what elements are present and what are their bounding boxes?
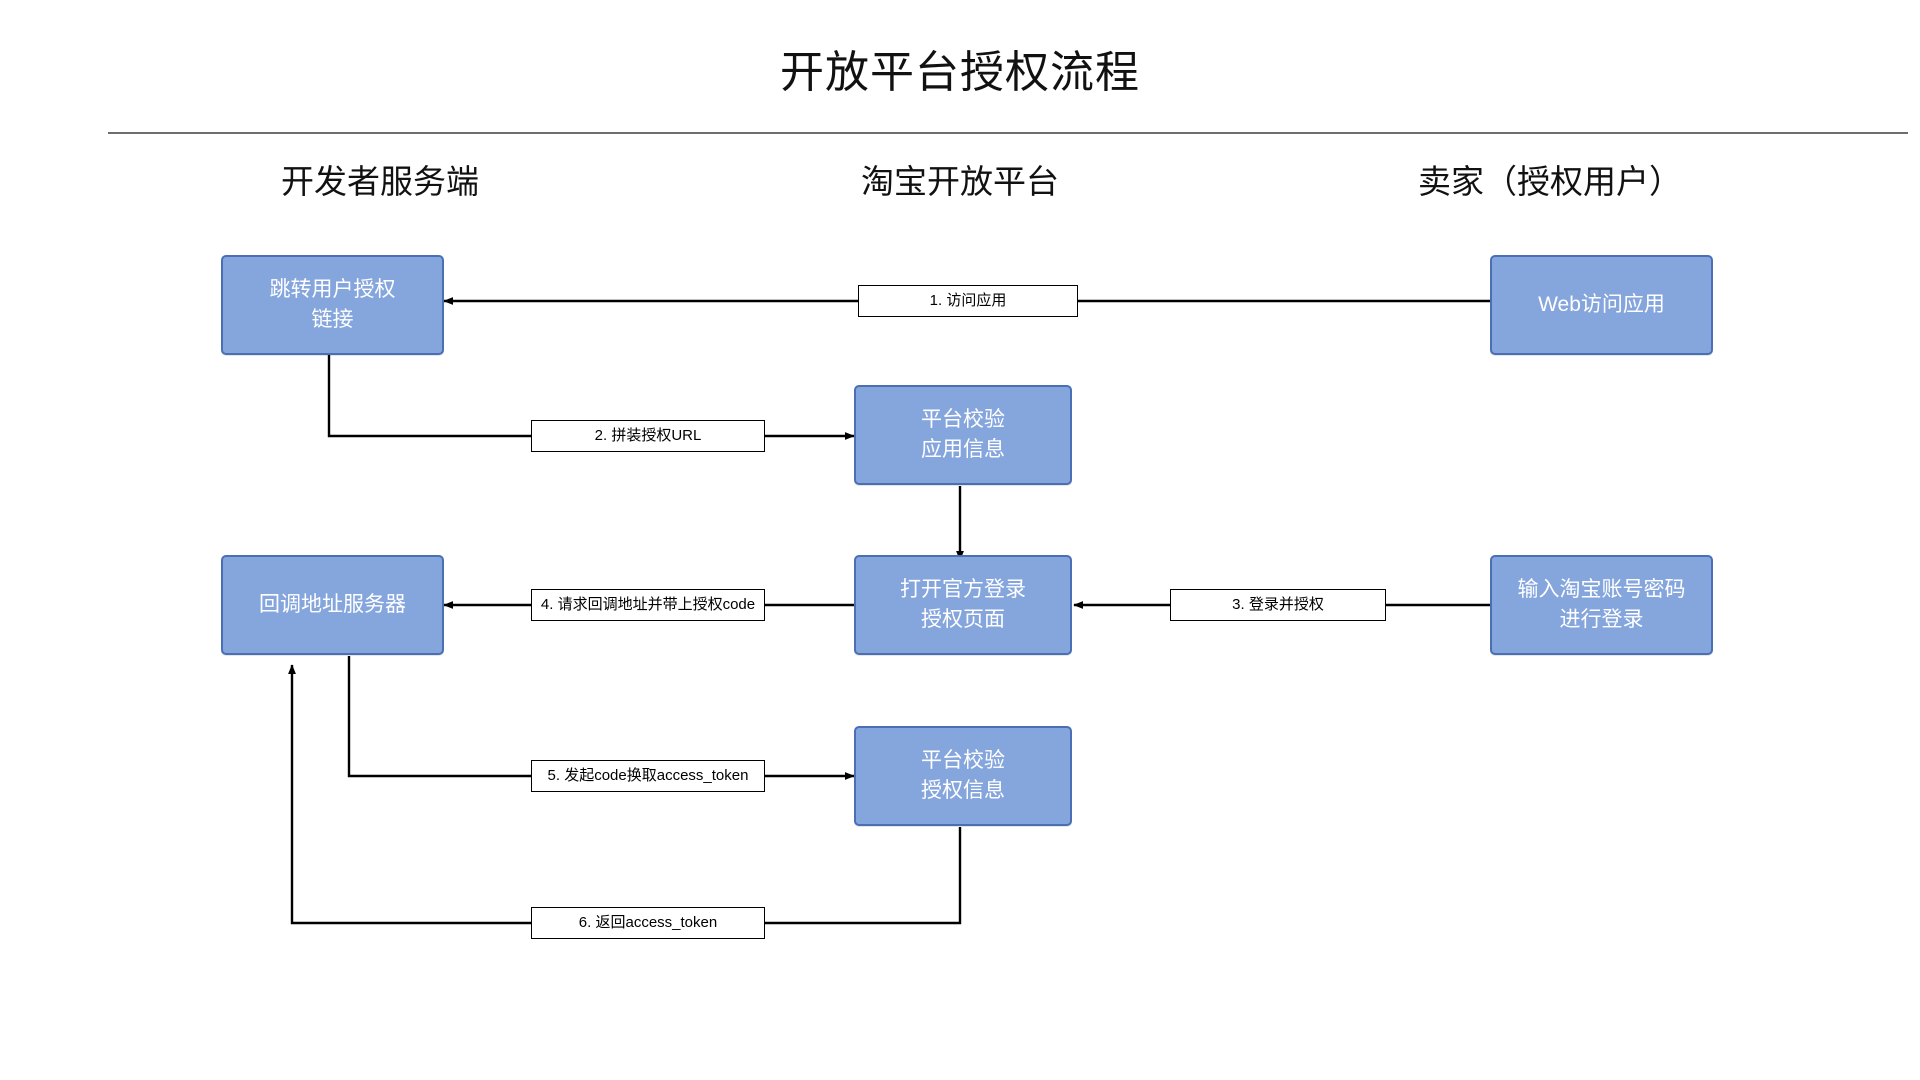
node-jump-auth-link[interactable]: 跳转用户授权 链接 xyxy=(221,255,444,355)
connector-edge-5 xyxy=(347,656,855,780)
lane-header-seller-authorized-user: 卖家（授权用户） xyxy=(1418,165,1682,201)
node-callback-server[interactable]: 回调地址服务器 xyxy=(221,555,444,655)
node-input-account[interactable]: 输入淘宝账号密码 进行登录 xyxy=(1490,555,1713,655)
lane-header-taobao-open-platform: 淘宝开放平台 xyxy=(861,165,1059,201)
edge-label-5: 5. 发起code换取access_token xyxy=(531,760,765,792)
title-divider xyxy=(108,132,1908,134)
node-open-login-page[interactable]: 打开官方登录 授权页面 xyxy=(854,555,1072,655)
edge-label-1: 1. 访问应用 xyxy=(858,285,1078,317)
node-verify-auth-info[interactable]: 平台校验 授权信息 xyxy=(854,726,1072,826)
page-title: 开放平台授权流程 xyxy=(780,48,1140,97)
edge-label-3: 3. 登录并授权 xyxy=(1170,589,1386,621)
lane-header-developer-server: 开发者服务端 xyxy=(281,165,479,201)
edge-label-4: 4. 请求回调地址并带上授权code xyxy=(531,589,765,621)
edge-label-6: 6. 返回access_token xyxy=(531,907,765,939)
node-verify-app-info[interactable]: 平台校验 应用信息 xyxy=(854,385,1072,485)
node-web-access-app[interactable]: Web访问应用 xyxy=(1490,255,1713,355)
edge-label-2: 2. 拼装授权URL xyxy=(531,420,765,452)
